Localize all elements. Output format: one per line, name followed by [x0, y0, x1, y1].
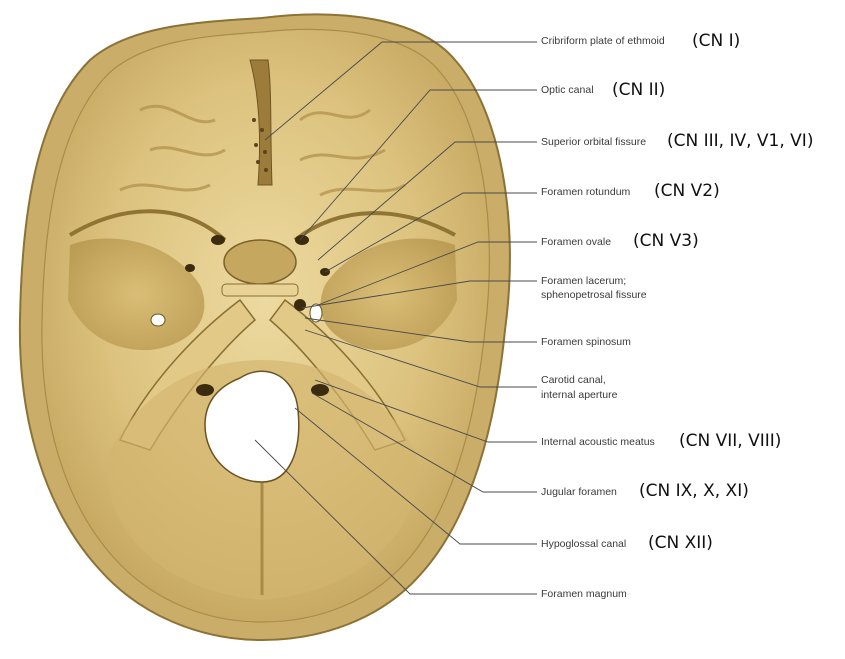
leader-acoustic — [314, 379, 537, 443]
foramen-rotundum-left — [185, 264, 195, 272]
leader-lacerum — [301, 280, 537, 309]
cn-label-cribriform: (CN I) — [692, 31, 741, 51]
cn-label-optic: (CN II) — [612, 80, 666, 100]
label-sphenopetrosal-fissure: sphenopetrosal fissure — [541, 289, 647, 301]
foramen-ovale-left — [150, 313, 166, 327]
leader-magnum — [254, 439, 537, 595]
cn-label-acoustic: (CN VII, VIII) — [679, 431, 782, 451]
label-carotid-canal: Carotid canal, — [541, 374, 606, 386]
jugular-foramen-right — [311, 384, 329, 396]
label-foramen-magnum: Foramen magnum — [541, 588, 627, 600]
foramina-white — [150, 303, 323, 327]
label-cribriform-plate: Cribriform plate of ethmoid — [541, 35, 665, 47]
leader-optic — [299, 89, 537, 241]
leader-hypoglossal — [294, 407, 537, 545]
leader-jugular — [311, 392, 537, 493]
foramen-ovale-right — [309, 303, 323, 323]
label-foramen-lacerum: Foramen lacerum; — [541, 275, 627, 287]
dorsum-sellae — [221, 283, 299, 297]
sella-turcica — [223, 239, 297, 285]
label-internal-acoustic-meatus: Internal acoustic meatus — [541, 436, 655, 448]
optic-canal-right — [295, 235, 309, 245]
label-foramen-spinosum: Foramen spinosum — [541, 336, 631, 348]
label-foramen-rotundum: Foramen rotundum — [541, 186, 631, 198]
cn-label-hypoglossal: (CN XII) — [648, 533, 713, 553]
cn-label-rotundum: (CN V2) — [654, 181, 720, 201]
middle-fossa-left — [68, 238, 205, 351]
optic-canal-left — [211, 235, 225, 245]
cn-label-ovale: (CN V3) — [633, 231, 699, 251]
cn-label-jugular: (CN IX, X, XI) — [639, 481, 749, 501]
leader-rotundum — [324, 192, 537, 273]
jugular-foramen-left — [196, 384, 214, 396]
leader-carotid — [304, 329, 537, 388]
cribriform-pores — [252, 118, 268, 172]
leader-ovale — [317, 241, 537, 306]
leader-cribriform — [264, 41, 537, 141]
foramen-magnum — [204, 370, 300, 483]
label-hypoglossal-canal: Hypoglossal canal — [541, 538, 627, 550]
foramen-lacerum-right — [294, 299, 306, 311]
leader-lines — [254, 41, 537, 595]
sphenoid-ridges — [68, 209, 456, 242]
leader-spinosum — [304, 317, 537, 343]
leader-superior-orbital — [317, 141, 537, 261]
label-optic-canal: Optic canal — [541, 84, 594, 96]
label-foramen-ovale: Foramen ovale — [541, 236, 612, 248]
cn-label-superior-orbital: (CN III, IV, V1, VI) — [667, 131, 814, 151]
label-internal-aperture: internal aperture — [541, 389, 618, 401]
label-superior-orbital-fissure: Superior orbital fissure — [541, 136, 647, 148]
label-jugular-foramen: Jugular foramen — [541, 486, 617, 498]
cribriform-plate — [249, 59, 273, 186]
